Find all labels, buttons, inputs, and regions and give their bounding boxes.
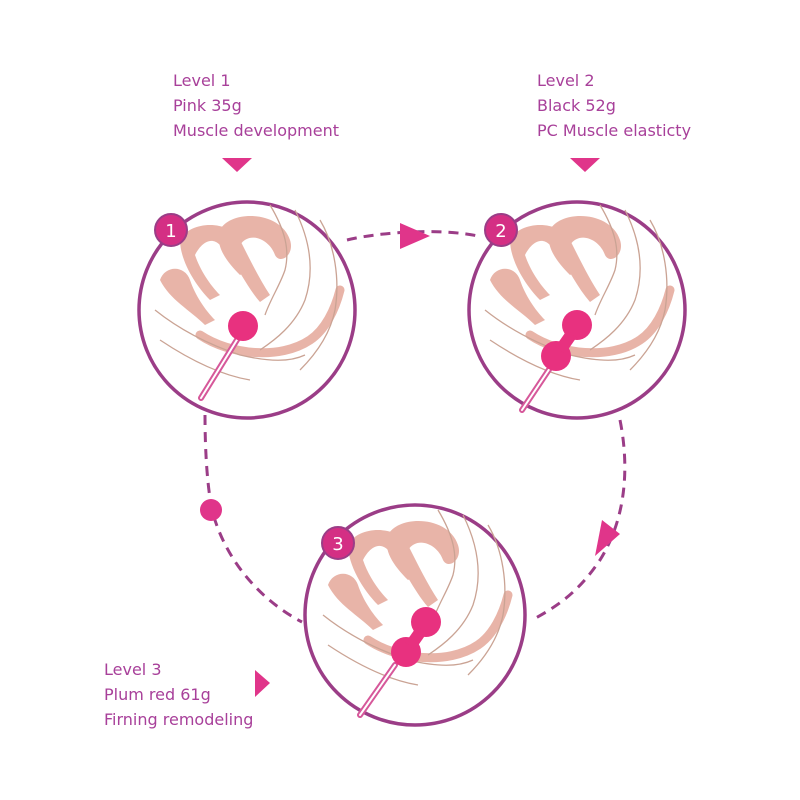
stage-1-ball <box>228 311 258 341</box>
stage-1-circle: 1 <box>137 200 357 420</box>
stage-2-circle: 2 <box>467 200 687 420</box>
level-1-weight: Pink 35g <box>173 96 242 115</box>
level-2-benefit: PC Muscle elasticty <box>537 121 692 140</box>
level-2-pointer-icon <box>570 158 600 172</box>
level-2-title: Level 2 <box>537 71 595 90</box>
stage-3-badge <box>321 526 355 560</box>
stage-3-number: 3 <box>332 534 343 555</box>
level-3-weight: Plum red 61g <box>104 685 211 704</box>
stage-2-badge <box>484 213 518 247</box>
stage-1-badge <box>154 213 188 247</box>
connector-dot-icon <box>200 499 222 521</box>
level-1-pointer-icon <box>222 158 252 172</box>
level-3-caption: Level 3 Plum red 61g Firning remodeling <box>104 657 253 732</box>
level-1-title: Level 1 <box>173 71 231 90</box>
level-3-pointer-icon <box>255 670 270 697</box>
level-2-caption: Level 2 Black 52g PC Muscle elasticty <box>537 68 691 143</box>
level-1-benefit: Muscle development <box>173 121 339 140</box>
level-2-weight: Black 52g <box>537 96 616 115</box>
stage-1-number: 1 <box>165 221 176 242</box>
level-1-caption: Level 1 Pink 35g Muscle development <box>173 68 339 143</box>
connector-3-to-1 <box>203 414 303 624</box>
stage-3-circle: 3 <box>303 503 527 727</box>
stage-2-number: 2 <box>495 221 506 242</box>
connector-2-to-3 <box>531 419 627 622</box>
arrow-1-to-2-icon <box>400 223 430 249</box>
level-3-title: Level 3 <box>104 660 162 679</box>
level-3-benefit: Firning remodeling <box>104 710 254 729</box>
arrow-2-to-3-icon <box>595 520 620 556</box>
